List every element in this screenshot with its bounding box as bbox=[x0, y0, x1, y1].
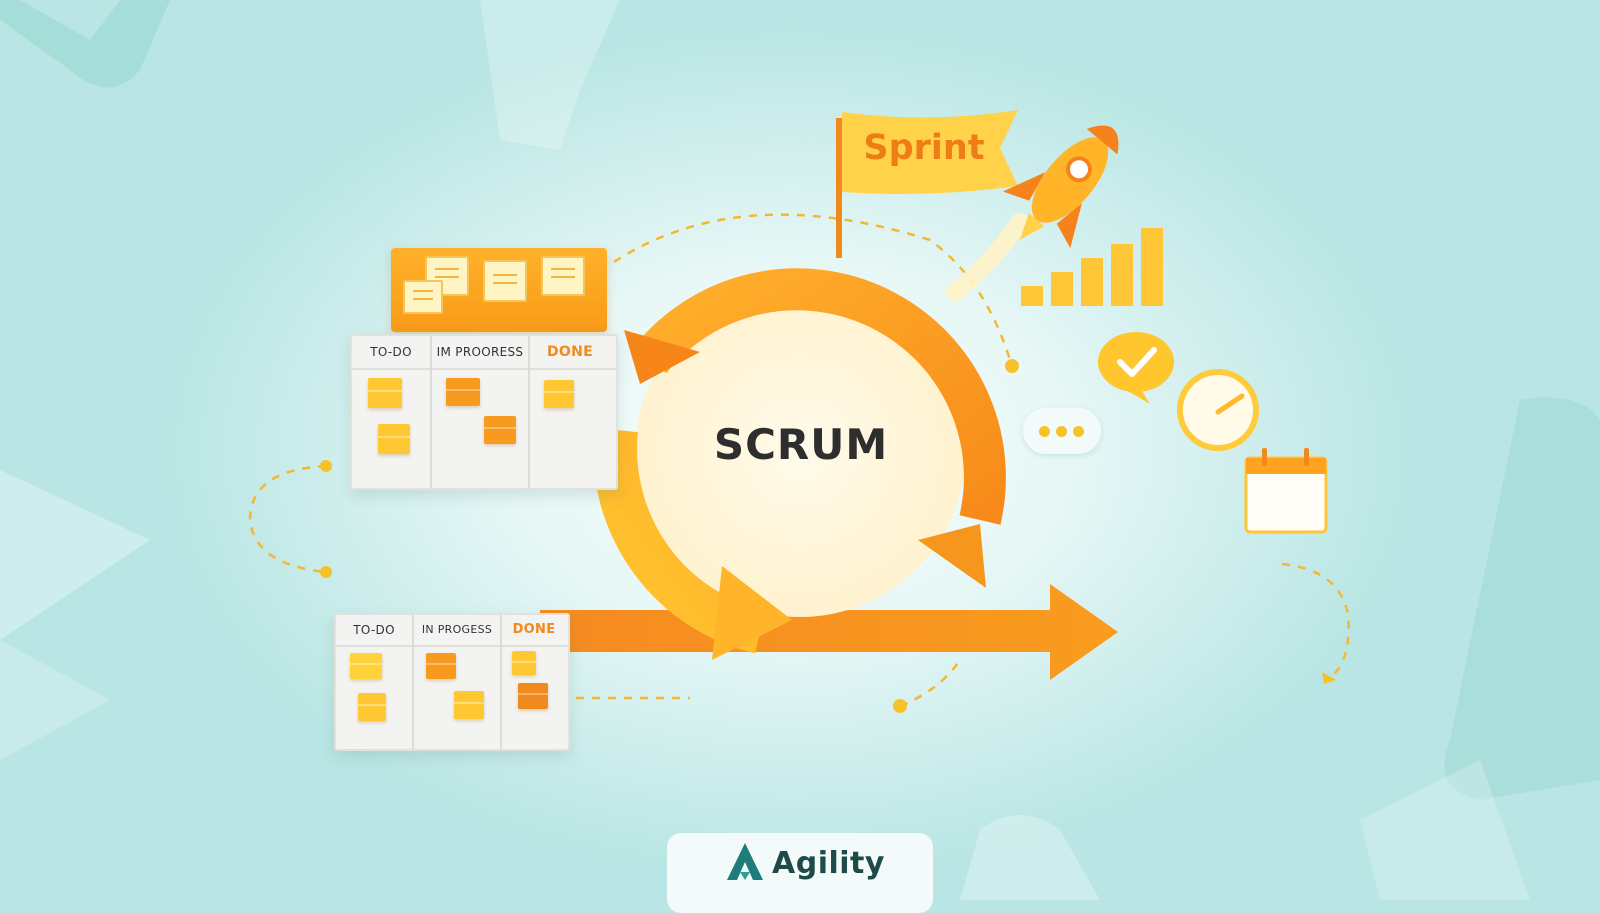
chat-dots-icon bbox=[1023, 408, 1101, 454]
cycle-arrowhead-bottom bbox=[712, 566, 792, 660]
cycle-arrowhead-right bbox=[918, 524, 986, 588]
board-2-column-todo: TO-DO bbox=[353, 623, 395, 637]
board-2-column-in-progress: IN PROGESS bbox=[421, 623, 493, 636]
cycle-arrowhead-top bbox=[624, 330, 700, 384]
sticky-notes-panel bbox=[391, 248, 607, 332]
board-1-column-done: DONE bbox=[546, 344, 593, 360]
board-1-column-in-progress: IM PROORESS bbox=[436, 345, 524, 359]
board-1-column-todo: TO-DO bbox=[370, 345, 412, 359]
board-2-column-done: DONE bbox=[512, 622, 556, 637]
scrum-center-label: SCRUM bbox=[713, 420, 889, 469]
brand-name: Agility bbox=[772, 846, 885, 881]
sprint-flag-label: Sprint bbox=[863, 128, 985, 168]
kanban-board-bottom: TO-DO IN PROGESS DONE bbox=[334, 613, 570, 751]
kanban-board-top: TO-DO IM PROORESS DONE bbox=[350, 334, 618, 490]
